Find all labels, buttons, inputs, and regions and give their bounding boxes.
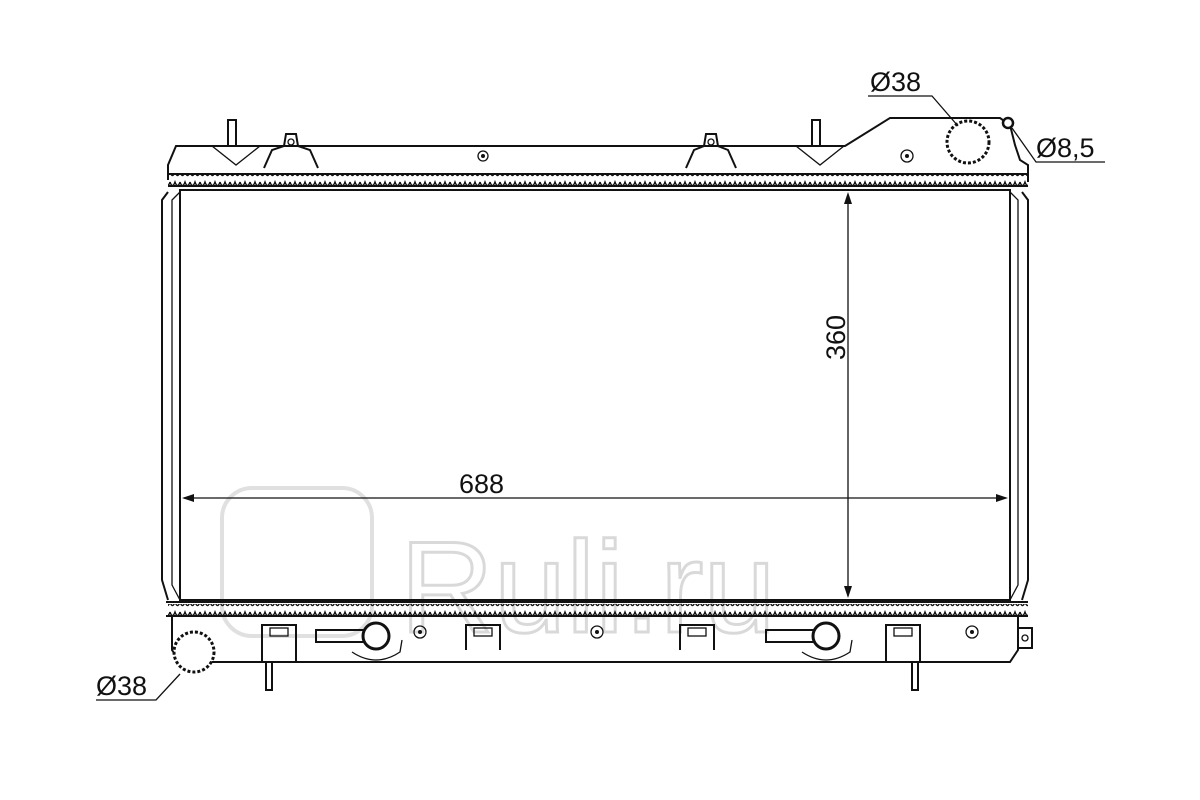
inlet-diameter-label: Ø38 xyxy=(870,67,921,97)
outlet-diameter-label: Ø38 xyxy=(96,671,147,701)
top-tank xyxy=(167,116,1029,191)
outlet-pipe xyxy=(172,630,216,674)
height-dimension: 360 xyxy=(821,192,852,598)
watermark-logo: Ruli.ru xyxy=(220,486,777,662)
inlet-diameter-callout: Ø38 xyxy=(868,67,959,127)
outlet-diameter-callout: Ø38 xyxy=(96,671,181,701)
width-dimension: 688 xyxy=(182,469,1008,502)
svg-text:Ruli.ru: Ruli.ru xyxy=(400,514,776,660)
vent-diameter-callout: Ø8,5 xyxy=(1011,127,1105,163)
vent-plug xyxy=(1001,116,1015,130)
width-label: 688 xyxy=(459,469,504,499)
bottom-tank xyxy=(166,601,1033,691)
inlet-pipe xyxy=(945,119,991,165)
vent-diameter-label: Ø8,5 xyxy=(1036,133,1095,163)
height-label: 360 xyxy=(821,315,851,360)
radiator-core xyxy=(161,189,1029,601)
